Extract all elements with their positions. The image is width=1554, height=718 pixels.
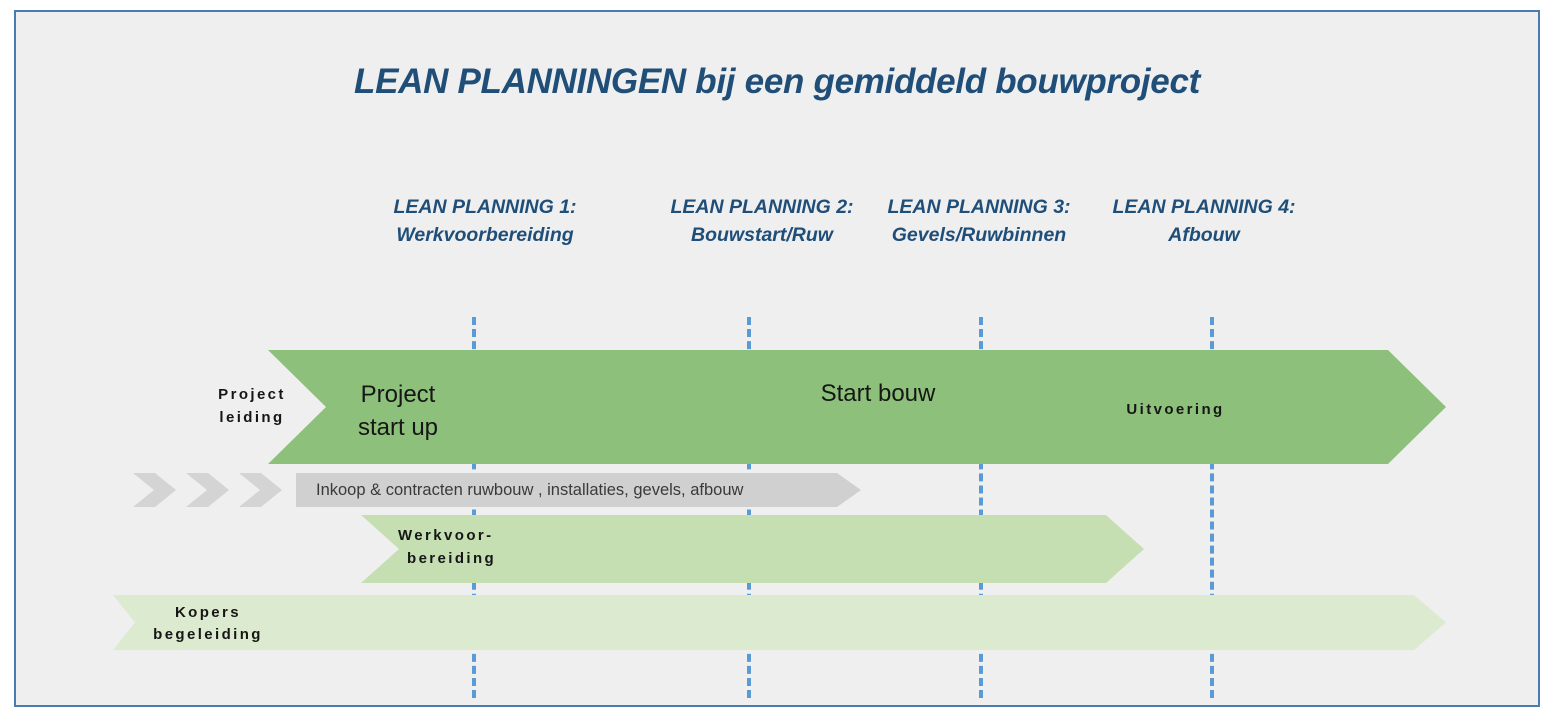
milestone-line-4 bbox=[1210, 317, 1214, 698]
milestone-header-2-subtitle: Bouwstart/Ruw bbox=[691, 223, 833, 246]
band-werkvoorbereiding-label-line1: Werkvoor- bbox=[398, 527, 494, 544]
phase-label-uitvoering: Uitvoering bbox=[1126, 401, 1225, 418]
band-werkvoorbereiding bbox=[361, 515, 1144, 583]
phase-label-project-start-up-line2: start up bbox=[357, 414, 439, 442]
milestone-header-2-heading: LEAN PLANNING 2: bbox=[670, 196, 854, 218]
phase-label-project-start-up-line1: Project bbox=[360, 381, 436, 408]
milestone-header-2: LEAN PLANNING 2: Bouwstart/Ruw bbox=[647, 194, 877, 249]
band-projectleiding-side-label-line1: Project bbox=[218, 386, 286, 403]
phase-label-start-bouw: Start bouw bbox=[820, 380, 936, 407]
band-kopersbegeleiding bbox=[113, 595, 1446, 650]
chevron-icon-1 bbox=[133, 473, 176, 507]
band-projectleiding-side-label: Project leiding bbox=[202, 383, 302, 430]
band-werkvoorbereiding-label: Werkvoor- bereiding bbox=[398, 524, 588, 571]
milestone-header-4-subtitle: Afbouw bbox=[1168, 223, 1240, 246]
milestone-header-4: LEAN PLANNING 4: Afbouw bbox=[1089, 194, 1319, 249]
milestone-line-2 bbox=[747, 317, 751, 698]
chevron-icon-3 bbox=[239, 473, 282, 507]
band-werkvoorbereiding-label-line2: bereiding bbox=[407, 550, 497, 568]
milestone-header-1-subtitle: Werkvoorbereiding bbox=[396, 223, 574, 246]
milestone-header-3-heading: LEAN PLANNING 3: bbox=[887, 196, 1071, 218]
band-inkoop-label: Inkoop & contracten ruwbouw , installati… bbox=[316, 481, 744, 499]
band-kopersbegeleiding-label-line2: begeleiding bbox=[153, 626, 263, 644]
milestone-header-1-heading: LEAN PLANNING 1: bbox=[393, 196, 577, 218]
band-kopersbegeleiding-label: Kopers begeleiding bbox=[113, 602, 303, 646]
milestone-header-1: LEAN PLANNING 1: Werkvoorbereiding bbox=[370, 194, 600, 249]
band-projectleiding-side-label-line2: leiding bbox=[219, 409, 285, 427]
band-inkoop bbox=[296, 473, 861, 507]
page-title: LEAN PLANNINGEN bij een gemiddeld bouwpr… bbox=[353, 62, 1200, 101]
milestone-line-3 bbox=[979, 317, 983, 698]
band-projectleiding bbox=[268, 350, 1446, 464]
milestone-header-3: LEAN PLANNING 3: Gevels/Ruwbinnen bbox=[864, 194, 1094, 249]
band-kopersbegeleiding-label-line1: Kopers bbox=[174, 604, 242, 621]
milestone-header-3-subtitle: Gevels/Ruwbinnen bbox=[891, 223, 1067, 246]
phase-label-project-start-up: Project start up bbox=[328, 378, 468, 444]
slide-frame: LEAN PLANNINGEN bij een gemiddeld bouwpr… bbox=[14, 10, 1540, 707]
milestone-header-4-heading: LEAN PLANNING 4: bbox=[1112, 196, 1296, 218]
milestone-line-1 bbox=[472, 317, 476, 698]
chevron-icon-2 bbox=[186, 473, 229, 507]
